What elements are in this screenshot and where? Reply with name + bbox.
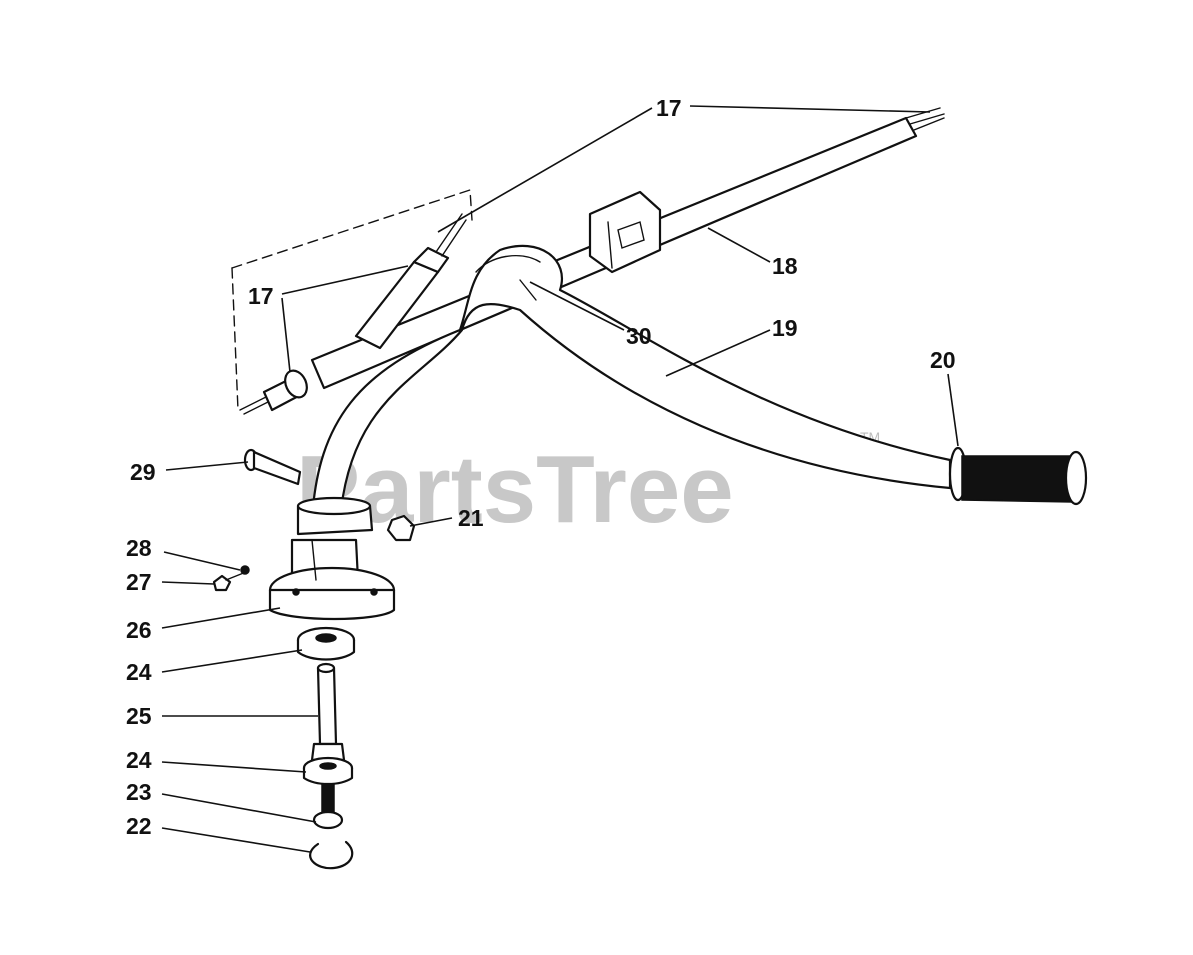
callout-23: 23 — [126, 779, 152, 805]
washer-28 — [240, 565, 250, 575]
callout-26: 26 — [126, 617, 152, 643]
callout-21: 21 — [458, 505, 484, 531]
leader-lines — [161, 105, 959, 853]
callout-24-upper: 24 — [126, 659, 152, 685]
bearing-lower — [302, 756, 354, 786]
cable-upper — [354, 213, 467, 350]
detail-box — [231, 189, 473, 411]
callout-25: 25 — [126, 703, 152, 729]
callout-24-lower: 24 — [126, 747, 152, 773]
pivot-housing — [268, 496, 396, 621]
callout-19: 19 — [772, 315, 798, 341]
shaft-25 — [310, 662, 346, 762]
callout-30: 30 — [626, 323, 652, 349]
callout-20: 20 — [930, 347, 956, 373]
callout-17-left: 17 — [248, 283, 274, 309]
callouts: 17 17 18 19 30 20 29 21 28 27 26 24 25 2… — [126, 95, 956, 839]
nut-21 — [386, 514, 416, 542]
callout-22: 22 — [126, 813, 152, 839]
callout-27: 27 — [126, 569, 152, 595]
cable-clamp — [588, 190, 662, 274]
washer-23 — [312, 783, 344, 830]
callout-29: 29 — [130, 459, 156, 485]
callout-18: 18 — [772, 253, 798, 279]
screw-27 — [212, 571, 247, 592]
bolt-29 — [243, 448, 302, 486]
throttle-cable — [239, 107, 945, 415]
callout-17-top: 17 — [656, 95, 682, 121]
snap-ring-22 — [309, 840, 354, 870]
bearing-upper — [296, 626, 356, 661]
handle-grip — [948, 446, 1088, 506]
handle-bar — [310, 244, 952, 522]
callout-28: 28 — [126, 535, 152, 561]
